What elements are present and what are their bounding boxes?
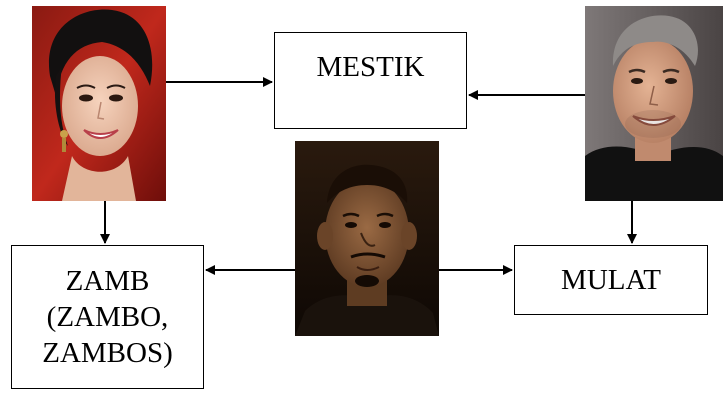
portrait-photo-woman bbox=[32, 6, 166, 201]
portrait-man-gray-icon bbox=[585, 6, 723, 201]
box-zamb-line-3: ZAMBOS) bbox=[42, 337, 173, 369]
box-zamb-line-2: (ZAMBO, bbox=[46, 301, 169, 333]
box-mulat-label: MULAT bbox=[561, 264, 661, 296]
portrait-photo-man-center bbox=[295, 141, 439, 336]
portrait-woman-icon bbox=[32, 6, 166, 201]
portrait-man-center-icon bbox=[295, 141, 439, 336]
box-mestik-label: MESTIK bbox=[316, 51, 425, 83]
portrait-photo-man-gray bbox=[585, 6, 723, 201]
box-mulat: MULAT bbox=[514, 245, 708, 315]
box-mestik: MESTIK bbox=[274, 32, 467, 129]
box-zamb-line-1: ZAMB bbox=[65, 265, 150, 297]
box-zamb: ZAMB (ZAMBO, ZAMBOS) bbox=[11, 245, 204, 389]
